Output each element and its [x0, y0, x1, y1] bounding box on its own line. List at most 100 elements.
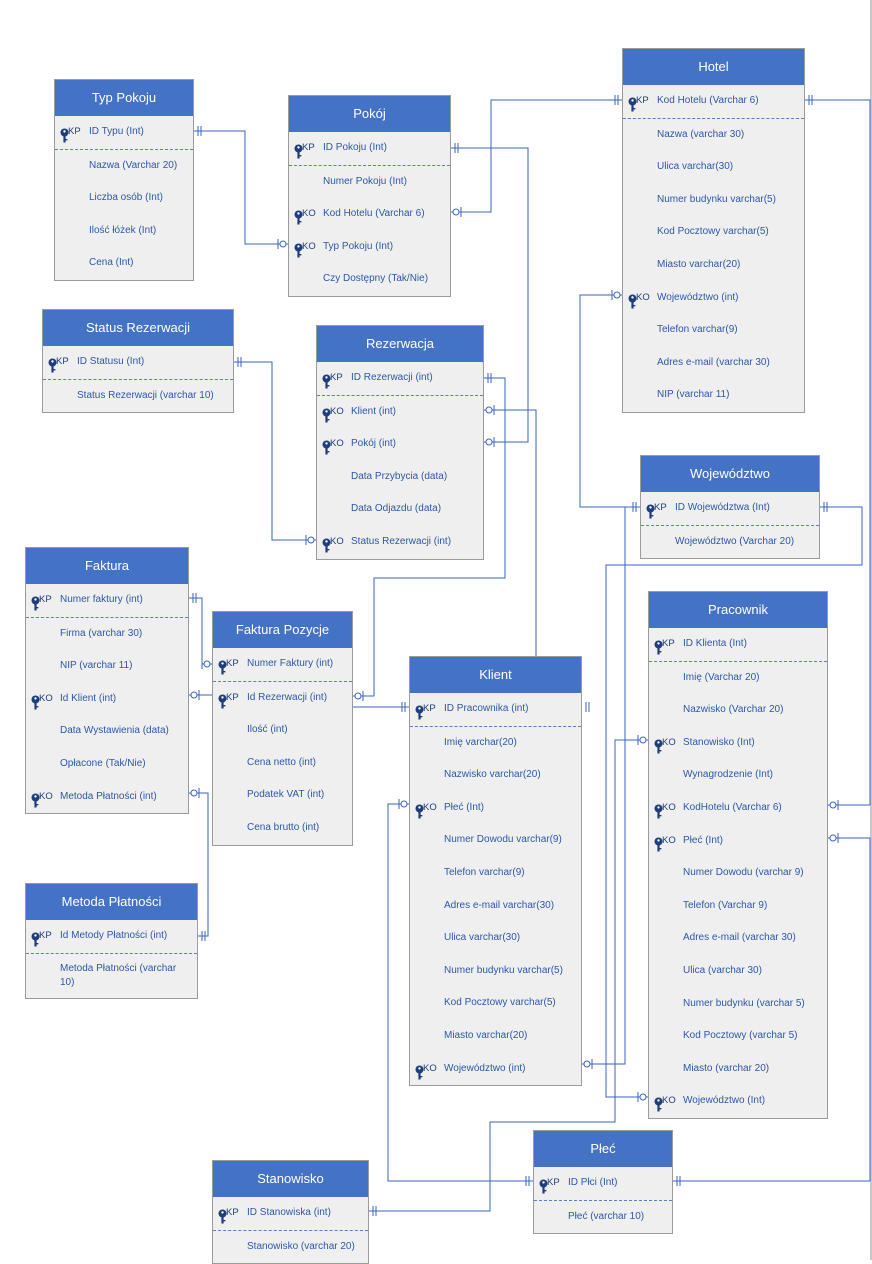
field-name: Ulica (varchar 30) — [683, 964, 762, 976]
field-row: Numer budynku varchar(5) — [623, 184, 804, 217]
key-icon — [321, 371, 332, 389]
field-name: Województwo (int) — [444, 1062, 526, 1074]
field-name: Województwo (Int) — [683, 1095, 766, 1107]
entity-title: Faktura Pozycje — [213, 612, 352, 648]
relationship-line — [189, 597, 212, 665]
field-row: Płeć (varchar 10) — [534, 1201, 672, 1234]
field-name: Nazwisko (Varchar 20) — [683, 704, 784, 716]
one-marker — [201, 931, 206, 941]
field-name: NIP (varchar 11) — [657, 389, 730, 401]
field-name: ID Stanowiska (int) — [247, 1207, 331, 1218]
field-row: Ilość (int) — [213, 714, 352, 747]
field-name: Status Rezerwacji (varchar 10) — [77, 389, 214, 401]
key-icon — [653, 637, 664, 655]
field-name: Adres e-mail (varchar 30) — [657, 356, 770, 368]
key-type-label: KP — [662, 638, 675, 649]
key-type-label: KP — [636, 95, 649, 106]
field-name: Imię (Varchar 20) — [683, 671, 760, 683]
field-name: Telefon varchar(9) — [657, 324, 738, 336]
field-row: Opłacone (Tak/Nie) — [26, 748, 188, 781]
field-row: Kod Pocztowy varchar(5) — [410, 987, 581, 1020]
field-name: Cena netto (int) — [247, 756, 316, 768]
many-marker — [485, 406, 493, 414]
one-marker — [823, 502, 828, 512]
field-name: Numer Dowodu (varchar 9) — [683, 867, 804, 879]
key-type-label: KO — [39, 692, 53, 704]
field-name: Cena (Int) — [89, 257, 134, 269]
key-icon — [30, 929, 41, 947]
key-icon — [321, 535, 332, 553]
key-icon — [293, 240, 304, 258]
key-type-label: KP — [226, 658, 239, 669]
one-marker — [192, 593, 197, 603]
many-marker — [452, 208, 460, 216]
field-row: Województwo (Varchar 20) — [641, 526, 819, 559]
field-row: KO Id Klient (int) — [26, 683, 188, 716]
many-marker — [307, 536, 315, 544]
field-name: Cena brutto (int) — [247, 821, 320, 833]
field-row: Podatek VAT (int) — [213, 779, 352, 812]
key-icon — [414, 702, 425, 720]
key-type-label: KO — [302, 240, 316, 252]
field-name: ID Typu (Int) — [89, 126, 144, 137]
key-type-label: KP — [423, 703, 436, 714]
field-name: Id Klient (int) — [60, 692, 117, 704]
field-row: Cena (Int) — [55, 247, 193, 280]
key-type-label: KO — [423, 1062, 437, 1074]
key-icon — [30, 790, 41, 808]
field-row: KP ID Stanowiska (int) — [213, 1197, 368, 1231]
key-icon — [217, 657, 228, 675]
field-row: Liczba osób (Int) — [55, 182, 193, 215]
entity-title: Pracownik — [649, 592, 827, 628]
many-marker — [485, 438, 493, 446]
key-type-label: KO — [662, 736, 676, 748]
field-name: Czy Dostępny (Tak/Nie) — [323, 273, 429, 285]
many-marker — [613, 291, 621, 299]
field-name: KodHotelu (Varchar 6) — [683, 801, 782, 813]
field-name: Stanowisko (varchar 20) — [247, 1240, 355, 1252]
field-name: Kod Pocztowy varchar(5) — [444, 997, 556, 1009]
field-row: Cena netto (int) — [213, 747, 352, 780]
field-name: Miasto varchar(20) — [657, 258, 741, 270]
field-row: Adres e-mail (varchar 30) — [649, 922, 827, 955]
entity-title: Pokój — [289, 96, 450, 132]
field-name: Wynagrodzenie (Int) — [683, 769, 773, 781]
field-row: Ilość łóżek (Int) — [55, 215, 193, 248]
field-name: Numer Pokoju (Int) — [323, 175, 407, 187]
many-marker — [639, 1093, 647, 1101]
field-name: Miasto (varchar 20) — [683, 1062, 770, 1074]
field-name: Płeć (varchar 10) — [568, 1210, 645, 1222]
many-marker — [279, 240, 287, 248]
key-type-label: KP — [226, 1207, 239, 1218]
field-row: Stanowisko (varchar 20) — [213, 1231, 368, 1264]
field-row: Kod Pocztowy (varchar 5) — [649, 1020, 827, 1053]
key-icon — [414, 801, 425, 819]
field-row: Adres e-mail (varchar 30) — [623, 347, 804, 380]
key-icon — [653, 801, 664, 819]
entity-title: Klient — [410, 657, 581, 693]
key-icon — [414, 1062, 425, 1080]
field-row: Numer Dowodu varchar(9) — [410, 824, 581, 857]
field-name: Klient (int) — [351, 405, 397, 417]
field-row: Telefon varchar(9) — [623, 314, 804, 347]
field-name: Data Przybycia (data) — [351, 470, 448, 482]
field-name: Stanowisko (Int) — [683, 736, 755, 748]
field-name: Telefon varchar(9) — [444, 866, 525, 878]
key-icon — [217, 1206, 228, 1224]
one-marker — [585, 702, 590, 712]
field-row: Nazwisko (Varchar 20) — [649, 694, 827, 727]
